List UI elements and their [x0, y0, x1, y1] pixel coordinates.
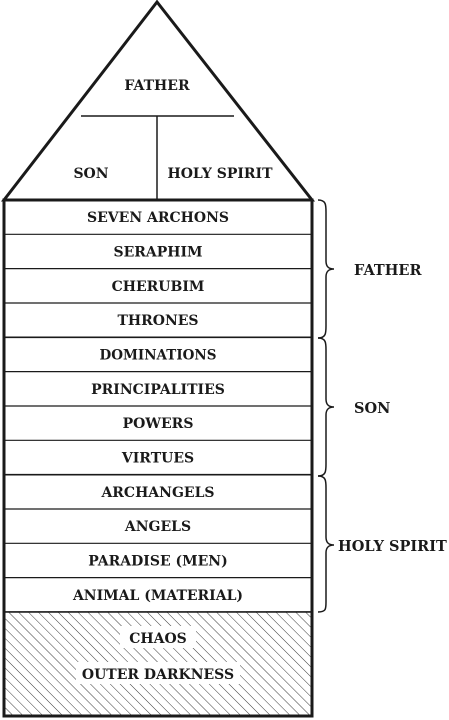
- tier-label-animal-material: ANIMAL (MATERIAL): [72, 588, 243, 604]
- tier-label-dominations: DOMINATIONS: [99, 347, 216, 363]
- apex-holy-spirit-label: HOLY SPIRIT: [167, 166, 273, 182]
- group-label-holy-spirit: HOLY SPIRIT: [338, 538, 447, 555]
- tier-label-seven-archons: SEVEN ARCHONS: [87, 210, 229, 226]
- brace-father: [317, 199, 335, 339]
- outer-darkness-label-plate: [76, 662, 240, 684]
- tier-label-archangels: ARCHANGELS: [100, 485, 214, 501]
- tier-label-seraphim: SERAPHIM: [113, 244, 202, 260]
- tier-label-virtues: VIRTUES: [121, 450, 194, 466]
- group-label-father: FATHER: [354, 262, 422, 279]
- brace-son: [317, 337, 335, 477]
- apex-father-label: FATHER: [124, 78, 190, 94]
- tier-label-angels: ANGELS: [124, 519, 191, 535]
- hierarchy-frame: [2, 198, 314, 718]
- tier-label-powers: POWERS: [123, 416, 194, 432]
- tier-dividers: [4, 233, 312, 613]
- outer-darkness-label: OUTER DARKNESS: [82, 667, 234, 683]
- brace-holy-spirit: [317, 475, 335, 613]
- tier-labels: SEVEN ARCHONS SERAPHIM CHERUBIM THRONES …: [72, 210, 243, 604]
- tier-label-cherubim: CHERUBIM: [112, 279, 205, 295]
- apex-son-label: SON: [73, 166, 108, 182]
- chaos-label: CHAOS: [129, 631, 187, 647]
- group-label-son: SON: [354, 400, 390, 417]
- tier-label-thrones: THRONES: [117, 313, 198, 329]
- tier-label-paradise-men: PARADISE (MEN): [88, 553, 227, 569]
- chaos-label-plate: [120, 626, 196, 648]
- tier-label-principalities: PRINCIPALITIES: [91, 382, 225, 398]
